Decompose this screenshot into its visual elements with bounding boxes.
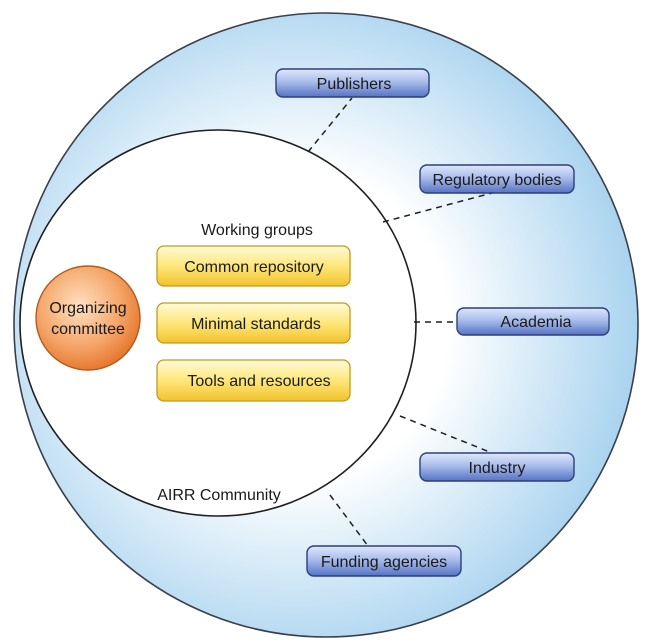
pill-industry-label: Industry	[469, 460, 526, 477]
organizing-committee: Organizing committee	[35, 265, 141, 371]
connector-publishers	[307, 97, 353, 153]
pill-publishers-label: Publishers	[317, 76, 392, 93]
working-group-common-repository-label: Common repository	[184, 259, 324, 276]
community-label: AIRR Community	[157, 487, 281, 504]
working-group-tools-and-resources: Tools and resources	[156, 359, 351, 402]
connector-regulatory-bodies	[382, 192, 493, 223]
pill-academia-label: Academia	[500, 314, 571, 331]
working-group-tools-and-resources-label: Tools and resources	[187, 373, 330, 390]
organizing-committee-line1: Organizing	[49, 300, 126, 317]
pill-academia: Academia	[456, 307, 610, 336]
working-group-minimal-standards: Minimal standards	[156, 302, 351, 344]
pill-regulatory-bodies-label: Regulatory bodies	[433, 172, 562, 189]
pill-industry: Industry	[419, 452, 575, 482]
pill-publishers: Publishers	[275, 68, 430, 98]
organizing-committee-line2: committee	[51, 321, 125, 338]
working-group-minimal-standards-label: Minimal standards	[191, 316, 321, 333]
pill-regulatory-bodies: Regulatory bodies	[419, 164, 575, 194]
working-group-common-repository: Common repository	[156, 245, 351, 287]
pill-funding-agencies: Funding agencies	[306, 545, 462, 577]
pill-funding-agencies-label: Funding agencies	[321, 554, 447, 571]
working-groups-title: Working groups	[201, 222, 313, 239]
connector-industry	[399, 415, 493, 454]
